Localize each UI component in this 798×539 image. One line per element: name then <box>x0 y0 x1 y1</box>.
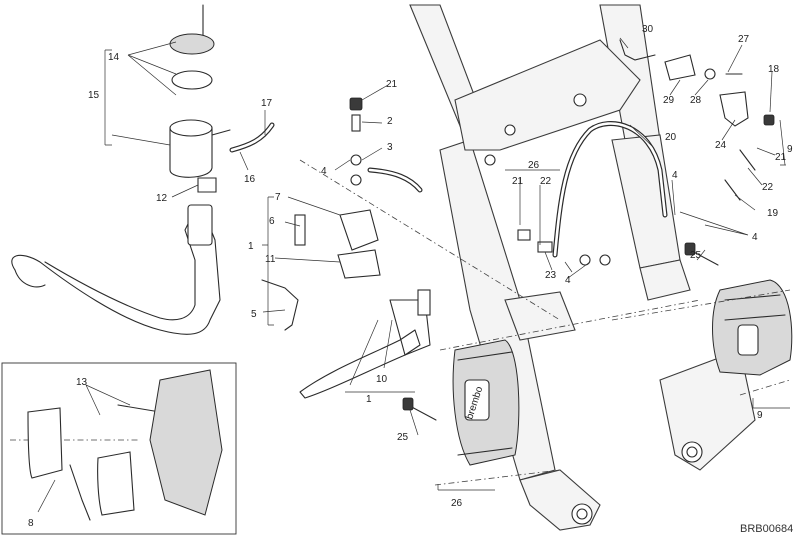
callout-c10: 10 <box>376 374 388 385</box>
callout-c12: 12 <box>156 193 168 204</box>
callout-c22a: 22 <box>540 176 552 187</box>
callout-c25b: 25 <box>397 432 409 443</box>
callout-c13: 13 <box>76 377 88 388</box>
callout-c4b: 4 <box>752 232 758 243</box>
right-brake-caliper <box>712 279 793 376</box>
callout-c18: 18 <box>768 64 780 75</box>
callout-c23: 23 <box>545 270 557 281</box>
callout-c3: 3 <box>387 142 393 153</box>
callout-c1b: 1 <box>366 394 372 405</box>
callout-c9b: 9 <box>757 410 763 421</box>
callout-c7: 7 <box>275 192 281 203</box>
callout-c20: 20 <box>665 132 677 143</box>
callout-c28: 28 <box>690 95 702 106</box>
assembly-lines <box>10 159 791 486</box>
callout-c4d: 4 <box>321 166 327 177</box>
callout-c17: 17 <box>261 98 273 109</box>
callout-c27: 27 <box>738 34 750 45</box>
callout-c21c: 21 <box>386 79 398 90</box>
callout-c4c: 4 <box>565 275 571 286</box>
brake-lever-assembly <box>11 204 431 399</box>
callout-c22b: 22 <box>762 182 774 193</box>
callout-c1a: 1 <box>248 241 254 252</box>
front-fork <box>409 4 756 531</box>
callout-c26b: 26 <box>451 498 463 509</box>
callout-c6: 6 <box>269 216 275 227</box>
left-brake-caliper: brembo <box>452 339 520 466</box>
callout-c24: 24 <box>715 140 727 151</box>
drawing-code: BRB00684 <box>740 523 793 535</box>
front-brake-hose <box>367 121 668 258</box>
brake-pads-inset <box>1 362 237 535</box>
callout-c16: 16 <box>244 174 256 185</box>
callout-c2: 2 <box>387 116 393 127</box>
callout-c9a: 9 <box>787 144 793 155</box>
callout-c4a: 4 <box>672 170 678 181</box>
callout-c5: 5 <box>251 309 257 320</box>
callout-c8: 8 <box>28 518 34 529</box>
bolts-and-fittings <box>261 39 775 421</box>
master-cylinder-reservoir <box>169 4 231 193</box>
callout-c25a: 25 <box>690 250 702 261</box>
callout-c21b: 21 <box>775 152 787 163</box>
callout-c11: 11 <box>265 254 276 265</box>
callout-c15: 15 <box>88 90 100 101</box>
callout-c21a: 21 <box>512 176 524 187</box>
callout-c19: 19 <box>767 208 779 219</box>
callout-c14: 14 <box>108 52 120 63</box>
reservoir-hose <box>229 122 275 153</box>
leader-lines <box>37 37 790 513</box>
callout-c30: 30 <box>642 24 654 35</box>
callout-c29: 29 <box>663 95 675 106</box>
callout-c26a: 26 <box>528 160 540 171</box>
